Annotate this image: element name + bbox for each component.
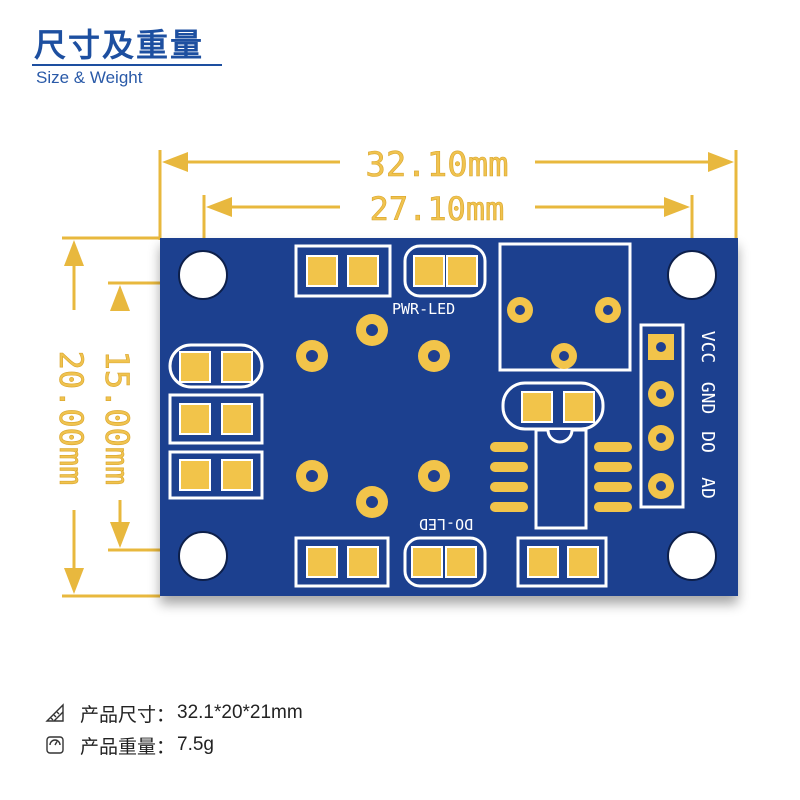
pin-label-vcc: VCC: [697, 331, 718, 364]
silkscreen: [168, 242, 685, 588]
spec-size-value: 32.1*20*21mm: [177, 702, 303, 723]
spec-size-row: 产品尺寸： 32.1*20*21mm: [44, 698, 303, 728]
mounting-holes: [178, 250, 717, 581]
page-title: 尺寸及重量: [34, 26, 205, 64]
spec-size-label: 产品尺寸：: [80, 704, 176, 726]
pin-label-ad: AD: [697, 477, 718, 499]
spec-weight-row: 产品重量： 7.5g: [44, 730, 214, 760]
dim-label-15-00: 15.00mm: [98, 351, 136, 486]
ic-pads: [490, 442, 632, 512]
pcb-dimension-figure: 32.10mm 27.10mm 20.00mm 15.00mm: [52, 145, 738, 598]
dimension-lines: [62, 150, 738, 598]
spec-weight-value: 7.5g: [177, 734, 214, 755]
pin-label-do: DO: [697, 431, 718, 453]
scale-icon: [44, 734, 66, 756]
pwr-led-label: PWR-LED: [392, 300, 455, 318]
pin-label-gnd: GND: [697, 382, 718, 415]
pcb-features: PWR-LED DO-LED VCC GND DO AD: [168, 242, 718, 588]
spec-weight-label: 产品重量：: [80, 736, 176, 758]
do-led-label: DO-LED: [419, 515, 473, 533]
dim-label-27-10: 27.10mm: [370, 190, 505, 228]
page-subtitle: Size & Weight: [36, 68, 143, 87]
dim-label-32-10: 32.10mm: [365, 145, 508, 185]
title-underline: [32, 64, 222, 66]
dim-label-20-00: 20.00mm: [52, 351, 90, 486]
smd-pads: [179, 255, 599, 578]
ruler-triangle-icon: [44, 702, 66, 724]
